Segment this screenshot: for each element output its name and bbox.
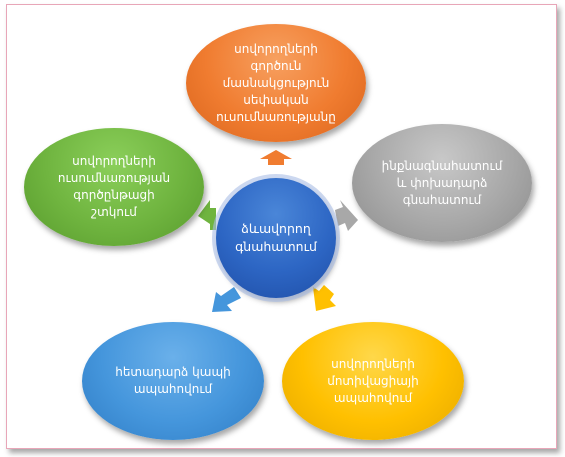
node-left-label: սովորողների ուսումնառության գործընթացի շ… (57, 154, 171, 219)
node-top-label: սովորողների գործուն մասնակցություն սեփակ… (216, 41, 336, 124)
node-formative-assessment: ձևավորող գնահատում (216, 178, 336, 298)
node-bottom-right-label: սովորողների մոտիվացիայի ապահովում (327, 356, 419, 405)
node-self-peer-assessment: ինքնագնահատում և փոխադարձ գնահատում (352, 124, 532, 242)
arrow-to-bottom-left-icon (212, 287, 241, 312)
arrow-to-bottom-right-icon (313, 285, 336, 311)
center-label: ձևավորող գնահատում (235, 221, 317, 254)
node-feedback: հետադարձ կապի ապահովում (82, 322, 264, 440)
node-learning-correction: սովորողների ուսումնառության գործընթացի շ… (24, 128, 204, 246)
arrow-to-top-icon (260, 150, 292, 165)
node-right-label: ինքնագնահատում և փոխադարձ գնահատում (381, 158, 503, 207)
arrow-to-left-icon (198, 200, 216, 230)
node-bottom-left-label: հետադարձ կապի ապահովում (115, 365, 231, 396)
node-active-participation: սովորողների գործուն մասնակցություն սեփակ… (186, 24, 366, 142)
arrow-to-right-icon (335, 200, 358, 231)
node-motivation: սովորողների մոտիվացիայի ապահովում (282, 322, 464, 440)
